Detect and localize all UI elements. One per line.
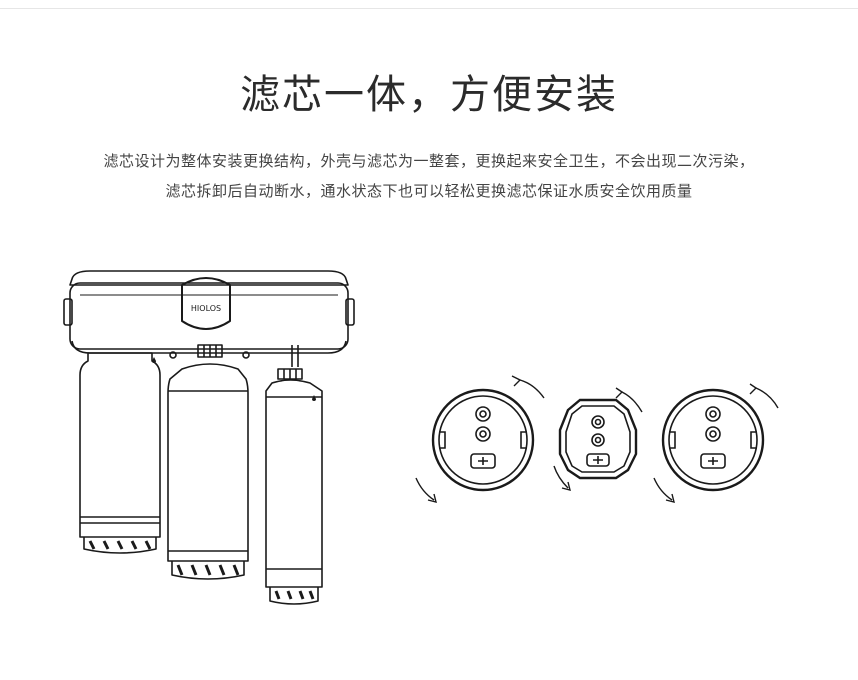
filter-cartridge-1 [79, 352, 161, 554]
filter-cap-2 [558, 398, 638, 480]
filter-cartridge-2 [167, 344, 249, 580]
filter-cartridge-3 [265, 368, 323, 605]
filter-cap-icon [415, 375, 779, 503]
filter-cap-1 [431, 388, 535, 492]
description-line-1: 滤芯设计为整体安装更换结构，外壳与滤芯为一整套，更换起来安全卫生，不会出现二次污… [103, 152, 755, 170]
housing-badge [181, 277, 231, 330]
housing-top [69, 270, 349, 286]
filter-rotation-illustration [408, 370, 788, 515]
filter-system-icon: HIOLOS [63, 270, 355, 605]
filter-cap-3 [661, 388, 765, 492]
rotate-arrow-icon [415, 375, 779, 503]
housing-body [69, 282, 349, 350]
filter-system-illustration: HIOLOS [60, 265, 360, 615]
page-title: 滤芯一体，方便安装 [240, 72, 618, 118]
brand-logo: HIOLOS [191, 304, 221, 313]
top-divider [0, 8, 858, 9]
description-line-2: 滤芯拆卸后自动断水，通水状态下也可以轻松更换滤芯保证水质安全饮用质量 [165, 182, 693, 200]
